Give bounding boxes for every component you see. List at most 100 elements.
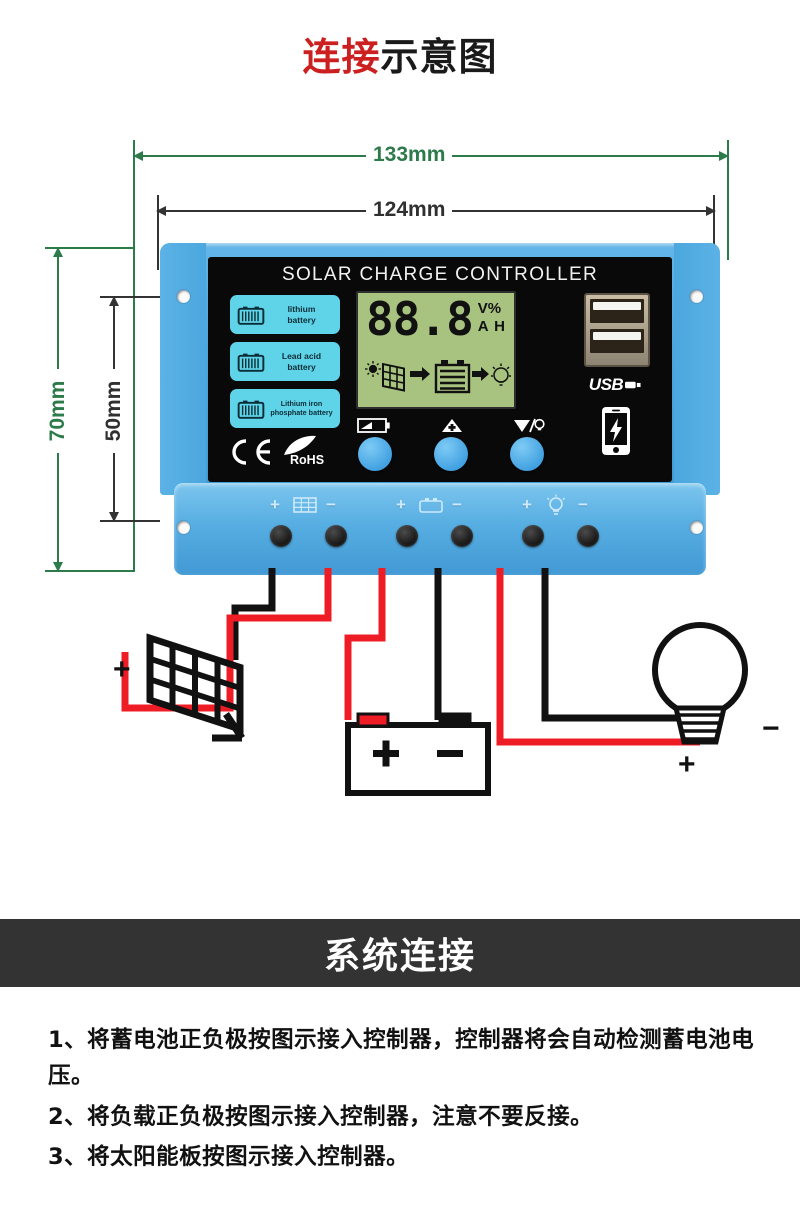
dim-arrow-50-top [109,296,119,306]
sun-icon [365,361,381,377]
triangle-down-light-icon [510,417,546,434]
arrow-right-icon [472,367,489,381]
solar-charge-controller-device: SOLAR CHARGE CONTROLLER [160,243,720,575]
battery-icon [418,496,444,519]
device-mount-ear-left [160,243,206,495]
solar-panel-illustration [146,633,245,742]
ext-line-left-outer [133,140,135,572]
battery-icon [236,304,266,326]
usb-slot-top [590,299,644,323]
ext-line-top-outer [45,247,135,249]
battery-icon [434,360,471,394]
usb-label: USB [576,375,656,395]
battery-type-chip-lead-acid: Lead acid battery [230,342,340,381]
battery-illustration [345,712,491,796]
terminal-mark-battery-minus: − [452,495,462,514]
wire-load-positive [496,568,700,746]
battery-type-label: Lithium iron phosphate battery [266,398,340,418]
terminal-mark-battery-plus: + [396,495,406,514]
mount-hole-bottom-left [177,521,190,534]
usb-slot-bottom [590,329,644,353]
terminal-screw-battery-minus[interactable] [451,525,473,547]
battery-type-label-line1: Lithium iron [280,398,323,408]
battery-icon [236,351,266,373]
terminal-mark-solar-plus: + [270,495,280,514]
usb-port[interactable] [584,293,650,367]
battery-negative-post [438,712,472,728]
menu-button[interactable] [358,437,392,471]
battery-select-icon [356,417,392,434]
wiring-diagram [121,568,748,796]
ext-line-bottom-outer [45,570,135,572]
solar-panel-icon [382,362,405,392]
rohs-mark-icon: RoHS [280,433,342,472]
usb-icon [625,381,641,389]
instruction-list: 1、将蓄电池正负极按图示接入控制器，控制器将会自动检测蓄电池电压。 2、将负载正… [48,1022,768,1180]
battery-type-label-line2: phosphate battery [270,407,333,417]
wire-load-negative [541,568,700,722]
label-lamp-plus: + [678,748,696,781]
lcd-units: V% A H [478,301,506,336]
battery-positive-post [356,712,390,728]
battery-type-chip-list: lithium battery [230,295,340,436]
terminal-screw-battery-plus[interactable] [396,525,418,547]
dim-label-124: 124mm [366,198,453,222]
dim-label-133: 133mm [366,143,453,167]
dim-arrow-133-left [133,151,143,161]
page-title-rest: 示意图 [380,35,498,79]
device-front-panel: SOLAR CHARGE CONTROLLER [208,257,672,482]
arrow-right-icon [410,367,430,381]
up-button[interactable] [434,437,468,471]
dim-arrow-50-bottom [109,512,119,522]
battery-type-label-line2: battery [287,314,316,325]
page-title: 连接示意图 [0,26,800,81]
terminal-block: + − + − + [260,493,630,573]
certification-marks: RoHS [226,433,346,473]
svg-text:RoHS: RoHS [290,453,324,467]
lightbulb-illustration [652,622,748,745]
dim-label-70: 70mm [46,369,70,453]
page-title-highlight: 连接 [302,35,381,79]
ce-mark-icon [226,437,272,472]
instruction-item-3: 3、将太阳能板按图示接入控制器。 [48,1144,410,1171]
terminal-screw-solar-minus[interactable] [325,525,347,547]
device-mount-ear-right [674,243,720,495]
lcd-display: 88.8 V% A H [356,291,516,409]
wire-solar-negative [231,568,276,660]
instruction-item-1: 1、将蓄电池正负极按图示接入控制器，控制器将会自动检测蓄电池电压。 [48,1027,755,1090]
dim-arrow-70-top [53,247,63,257]
terminal-screw-load-plus[interactable] [522,525,544,547]
button-row [356,417,558,475]
battery-type-label-line1: Lead acid [281,351,322,362]
mount-hole-top-right [690,290,703,303]
terminal-screw-load-minus[interactable] [577,525,599,547]
triangle-up-icon [434,417,470,434]
battery-type-label: lithium battery [266,304,340,325]
battery-type-label-line1: lithium [287,304,316,315]
terminal-screw-solar-plus[interactable] [270,525,292,547]
label-solar-plus: + [113,653,131,686]
ext-line-bottom-inner [100,520,160,522]
battery-type-label: Lead acid battery [266,351,340,372]
terminal-mark-load-minus: − [578,495,588,514]
ext-line-right-inner [713,195,715,270]
lcd-flow-diagram [364,355,512,401]
battery-type-label-line2: battery [287,361,316,372]
panel-brand-text: SOLAR CHARGE CONTROLLER [281,264,598,285]
ext-line-top-inner [100,296,160,298]
usb-label-text: USB [588,375,624,394]
dim-label-50: 50mm [102,369,126,453]
battery-icon [236,398,266,420]
wire-battery-positive [344,568,386,720]
ext-line-right-outer [727,140,729,260]
label-lamp-minus: − [762,712,780,745]
dim-arrow-133-right [719,151,729,161]
device-terminal-base [174,483,706,575]
phone-charging-icon [600,405,632,457]
battery-type-chip-lifepo4: Lithium iron phosphate battery [230,389,340,428]
usb-block: USB [576,293,656,473]
down-light-button[interactable] [510,437,544,471]
lcd-unit-top: V% [477,300,502,317]
lightbulb-icon [491,363,511,386]
